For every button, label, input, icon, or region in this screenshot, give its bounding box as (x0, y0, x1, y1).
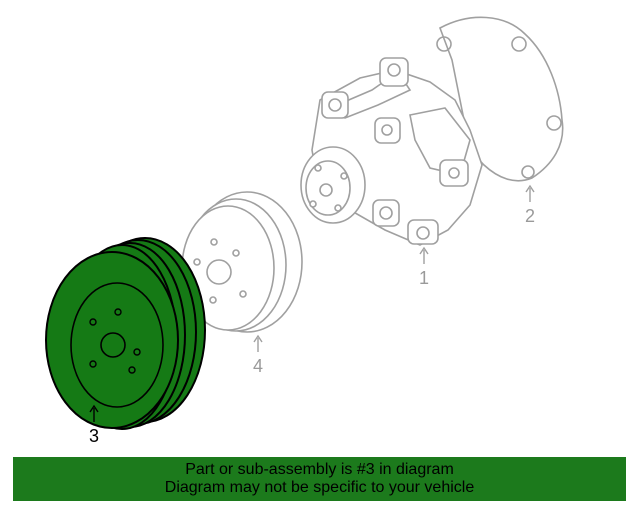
gasket-part-2[interactable] (436, 16, 564, 182)
pulley-part-3[interactable] (45, 237, 206, 430)
water-pump-part-1[interactable] (300, 57, 483, 246)
callout-3: 3 (89, 426, 99, 446)
parts-diagram: 1 2 4 3 (45, 16, 564, 446)
banner-line-1: Part or sub-assembly is #3 in diagram (185, 461, 454, 478)
info-banner: Part or sub-assembly is #3 in diagram Di… (13, 457, 626, 501)
callout-4: 4 (253, 356, 263, 376)
banner-line-2: Diagram may not be specific to your vehi… (164, 479, 475, 496)
callout-2: 2 (525, 206, 535, 226)
callout-1: 1 (419, 268, 429, 288)
pulley-part-4[interactable] (181, 191, 303, 333)
leader-lines (89, 184, 535, 422)
